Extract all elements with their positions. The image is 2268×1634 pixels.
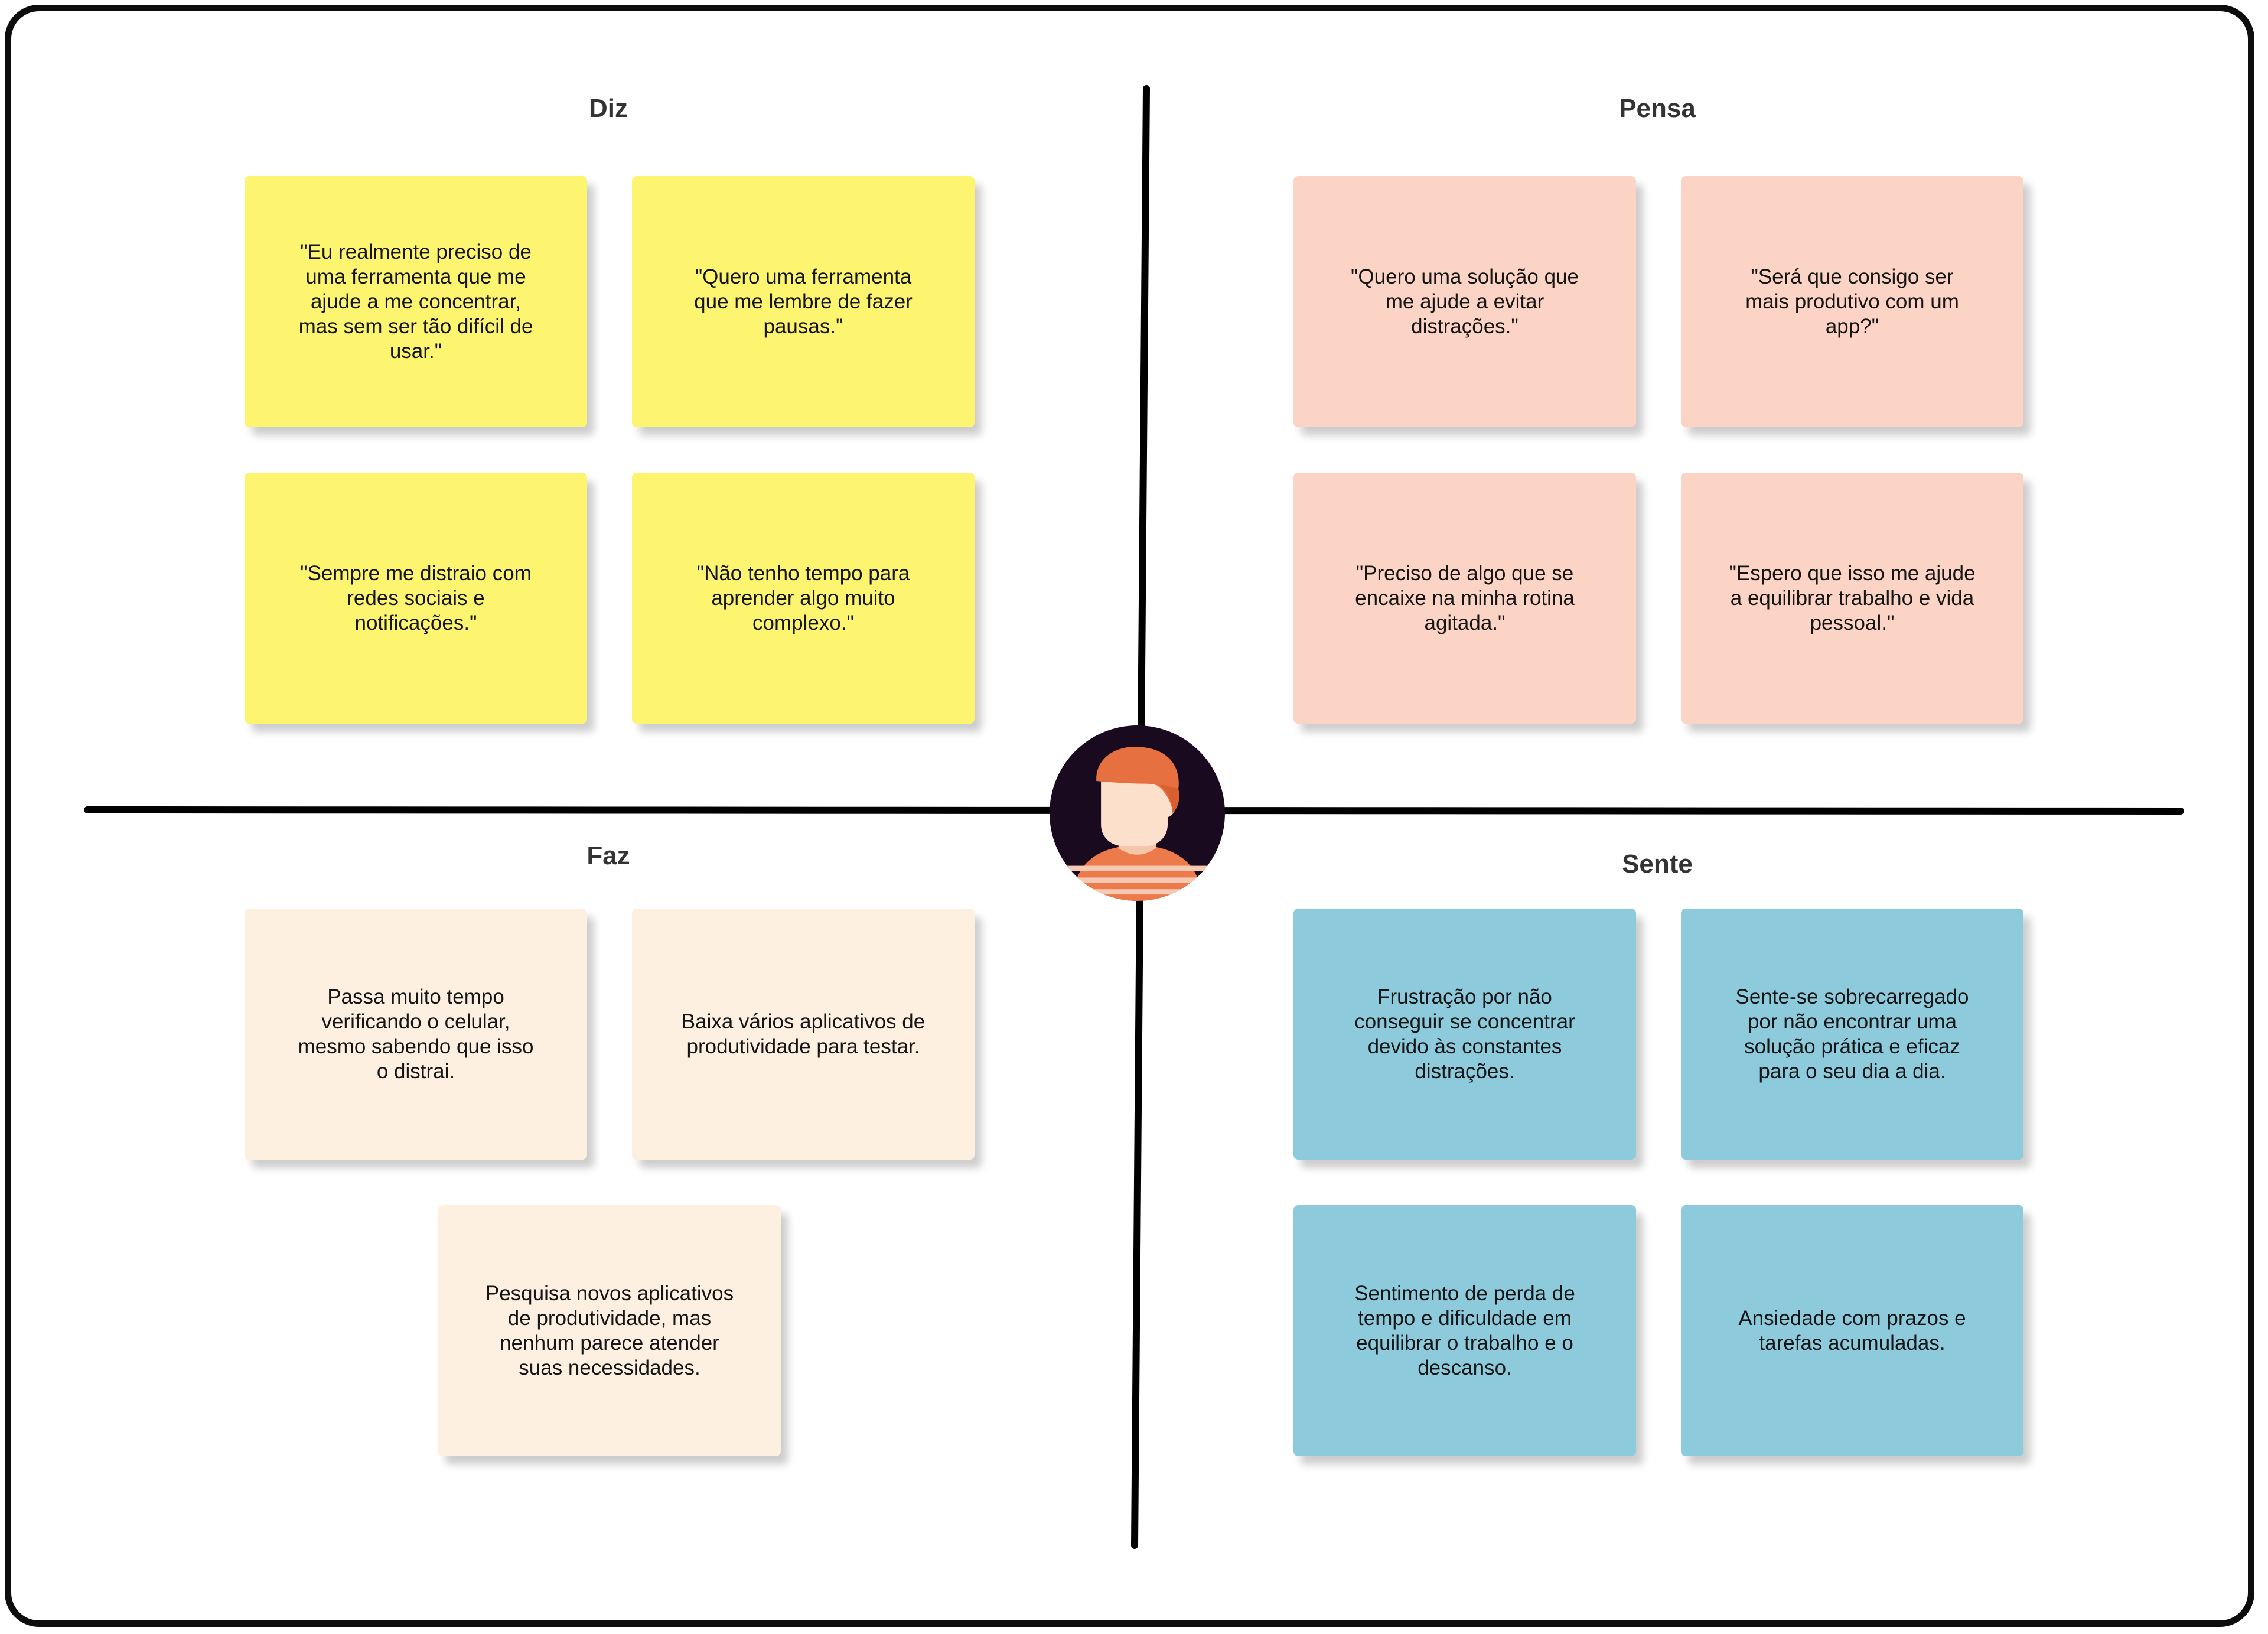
diz-note-4[interactable]: "Não tenho tempo para aprender algo muit… (632, 473, 975, 724)
pensa-note-4[interactable]: "Espero que isso me ajude a equilibrar t… (1681, 473, 2023, 724)
note-text: "Quero uma ferramenta que me lembre de f… (694, 265, 913, 338)
pensa-note-2[interactable]: "Será que consigo ser mais produtivo com… (1681, 176, 2023, 427)
note-text: "Preciso de algo que se encaixe na minha… (1355, 561, 1575, 634)
section-title-diz: Diz (589, 94, 628, 123)
faz-note-2[interactable]: Baixa vários aplicativos de produtividad… (632, 909, 975, 1160)
diz-note-1[interactable]: "Eu realmente preciso de uma ferramenta … (245, 176, 587, 427)
note-text: Sente-se sobrecarregado por não encontra… (1735, 985, 1969, 1083)
note-text: Sentimento de perda de tempo e dificulda… (1354, 1281, 1575, 1379)
note-text: "Será que consigo ser mais produtivo com… (1745, 265, 1959, 338)
note-text: "Sempre me distraio com redes sociais e … (300, 561, 532, 634)
pensa-note-1[interactable]: "Quero uma solução que me ajude a evitar… (1293, 176, 1636, 427)
section-title-pensa: Pensa (1619, 94, 1696, 123)
section-title-faz: Faz (586, 841, 630, 870)
section-title-sente: Sente (1622, 849, 1693, 878)
sente-note-1[interactable]: Frustração por não conseguir se concentr… (1293, 909, 1636, 1160)
pensa-note-3[interactable]: "Preciso de algo que se encaixe na minha… (1293, 473, 1636, 724)
note-text: "Não tenho tempo para aprender algo muit… (696, 561, 910, 634)
note-text: "Espero que isso me ajude a equilibrar t… (1729, 561, 1976, 634)
note-text: "Quero uma solução que me ajude a evitar… (1351, 265, 1579, 338)
note-text: Passa muito tempo verificando o celular,… (298, 985, 534, 1083)
user-avatar-icon (1050, 725, 1225, 901)
sente-note-4[interactable]: Ansiedade com prazos e tarefas acumulada… (1681, 1205, 2023, 1456)
note-text: Frustração por não conseguir se concentr… (1354, 985, 1575, 1083)
diz-note-2[interactable]: "Quero uma ferramenta que me lembre de f… (632, 176, 975, 427)
note-text: Pesquisa novos aplicativos de produtivid… (485, 1281, 734, 1379)
sente-note-2[interactable]: Sente-se sobrecarregado por não encontra… (1681, 909, 2023, 1160)
faz-note-1[interactable]: Passa muito tempo verificando o celular,… (245, 909, 587, 1160)
diz-note-3[interactable]: "Sempre me distraio com redes sociais e … (245, 473, 587, 724)
faz-note-3[interactable]: Pesquisa novos aplicativos de produtivid… (438, 1205, 781, 1456)
sente-note-3[interactable]: Sentimento de perda de tempo e dificulda… (1293, 1205, 1636, 1456)
note-text: Ansiedade com prazos e tarefas acumulada… (1738, 1306, 1966, 1355)
note-text: "Eu realmente preciso de uma ferramenta … (298, 240, 533, 363)
note-text: Baixa vários aplicativos de produtividad… (681, 1010, 926, 1058)
